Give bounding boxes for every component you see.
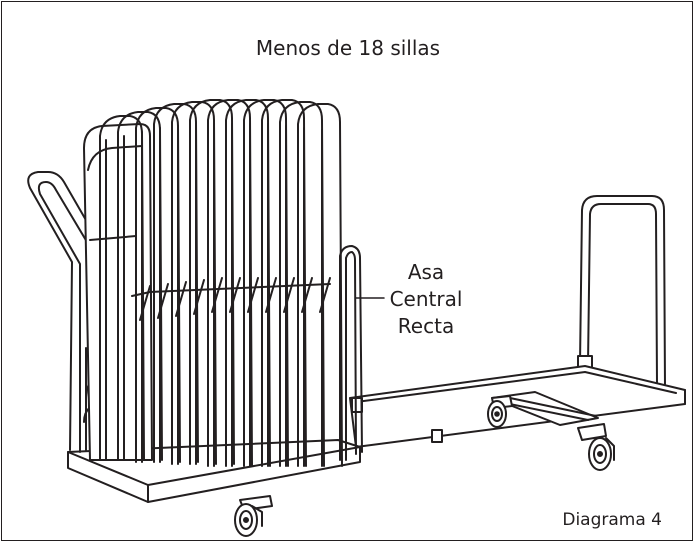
caster-rear-right (577, 423, 615, 471)
callout-line-2: Central (389, 287, 463, 311)
caster-rear-middle (487, 395, 513, 428)
callout-line-1: Asa (407, 260, 445, 284)
callout-line-3: Recta (397, 314, 455, 338)
diagram-title: Menos de 18 sillas (255, 36, 441, 60)
underside-frame (491, 391, 599, 426)
caster-front-left (234, 495, 273, 537)
right-end-handle (577, 195, 666, 389)
straight-central-handle-callout: Asa Central Recta (386, 259, 466, 340)
left-end-handle (27, 171, 135, 461)
figure-label: Diagrama 4 (562, 510, 662, 530)
folding-chair-stack (83, 99, 343, 467)
central-straight-handle (339, 245, 363, 461)
